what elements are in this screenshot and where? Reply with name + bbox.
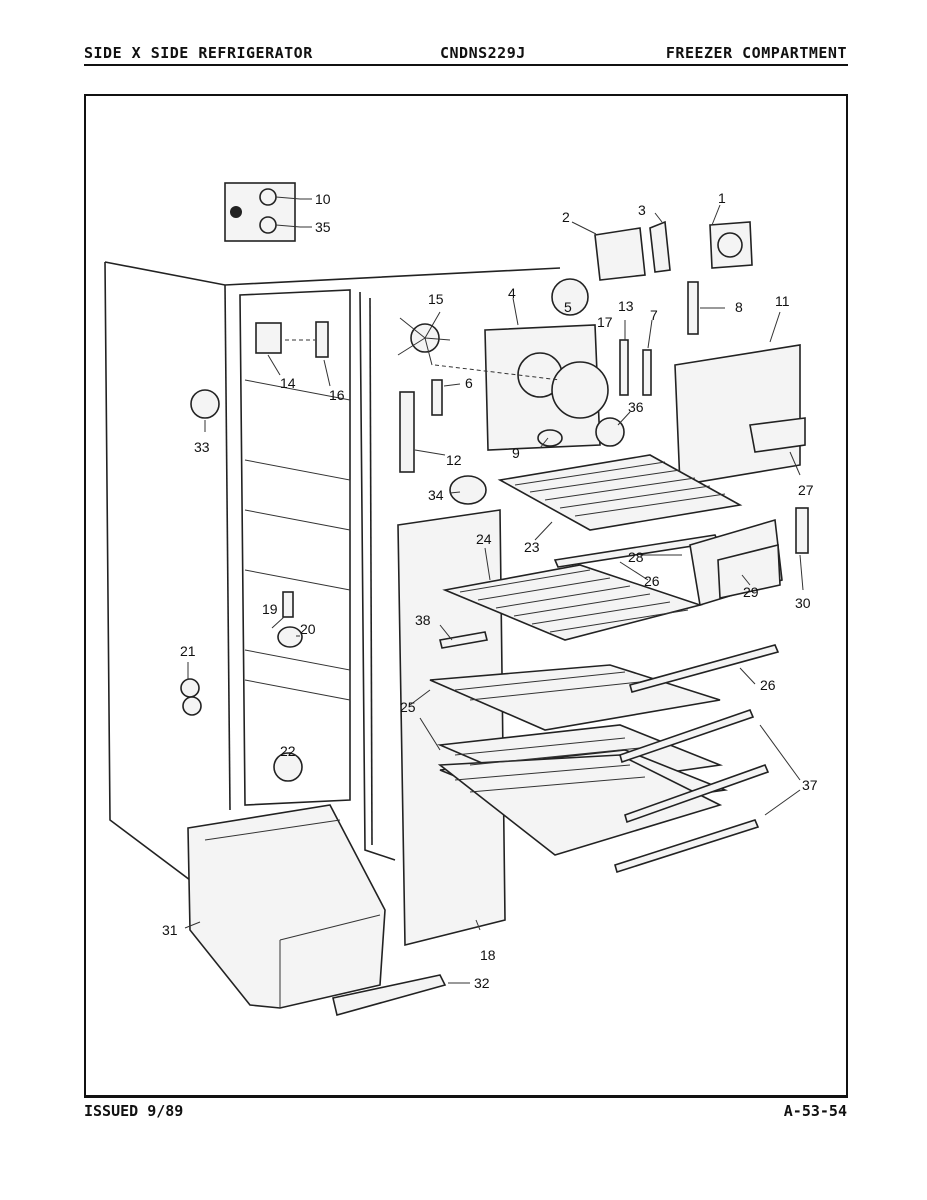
callout-label: 17 xyxy=(597,314,613,330)
callout-label: 2 xyxy=(562,209,570,225)
leader-lines xyxy=(184,198,804,984)
callout-label: 13 xyxy=(618,298,634,314)
trim-strips xyxy=(439,507,809,874)
header-section: FREEZER COMPARTMENT xyxy=(665,44,847,62)
callout-label: 21 xyxy=(180,643,196,659)
top-right-parts xyxy=(594,220,753,396)
door-liner xyxy=(397,509,506,947)
callout-label: 19 xyxy=(262,601,278,617)
footer-rule xyxy=(84,1095,848,1097)
part-10-35-box xyxy=(224,182,301,242)
callout-label: 33 xyxy=(194,439,210,455)
callout-label: 3 xyxy=(638,202,646,218)
callout-label: 7 xyxy=(650,307,658,323)
callout-label: 9 xyxy=(512,445,520,461)
callout-label: 12 xyxy=(446,452,462,468)
callout-label: 34 xyxy=(428,487,444,503)
callout-label: 5 xyxy=(564,299,572,315)
callout-label: 11 xyxy=(775,293,790,309)
callout-label: 15 xyxy=(428,291,444,307)
callout-label: 22 xyxy=(280,743,296,759)
callout-label: 1 xyxy=(718,190,726,206)
cabinet-body xyxy=(104,261,561,882)
callout-label: 14 xyxy=(280,375,296,391)
diagram-frame xyxy=(84,94,848,1098)
callout-labels: 1 2 3 4 5 6 7 8 9 10 11 12 13 14 15 16 1… xyxy=(162,190,818,991)
header-model-number: CNDNS229J xyxy=(440,44,526,62)
callout-label: 30 xyxy=(795,595,811,611)
callout-label: 23 xyxy=(524,539,540,555)
left-side-parts xyxy=(180,321,329,782)
header-model-type: SIDE X SIDE REFRIGERATOR xyxy=(84,44,313,62)
callout-label: 32 xyxy=(474,975,490,991)
callout-label: 38 xyxy=(415,612,431,628)
footer-issue-date: ISSUED 9/89 xyxy=(84,1102,184,1120)
callout-label: 6 xyxy=(465,375,473,391)
callout-label: 25 xyxy=(400,699,416,715)
callout-label: 36 xyxy=(628,399,644,415)
callout-label: 24 xyxy=(476,531,492,547)
callout-label: 26 xyxy=(760,677,776,693)
rear-panel xyxy=(674,344,806,486)
evaporator-housing xyxy=(397,278,625,505)
callout-label: 27 xyxy=(798,482,814,498)
callout-label: 28 xyxy=(628,549,644,565)
callout-label: 26 xyxy=(644,573,660,589)
callout-label: 31 xyxy=(162,922,178,938)
callout-label: 8 xyxy=(735,299,743,315)
callout-label: 20 xyxy=(300,621,316,637)
callout-label: 37 xyxy=(802,777,818,793)
footer-page-code: A-53-54 xyxy=(783,1102,847,1120)
callout-label: 4 xyxy=(508,285,516,301)
callout-label: 16 xyxy=(329,387,345,403)
callout-label: 10 xyxy=(315,191,331,207)
crisper-bin xyxy=(187,804,447,1016)
header-rule xyxy=(84,64,848,66)
callout-label: 35 xyxy=(315,219,331,235)
callout-label: 29 xyxy=(743,584,759,600)
callout-label: 18 xyxy=(480,947,496,963)
